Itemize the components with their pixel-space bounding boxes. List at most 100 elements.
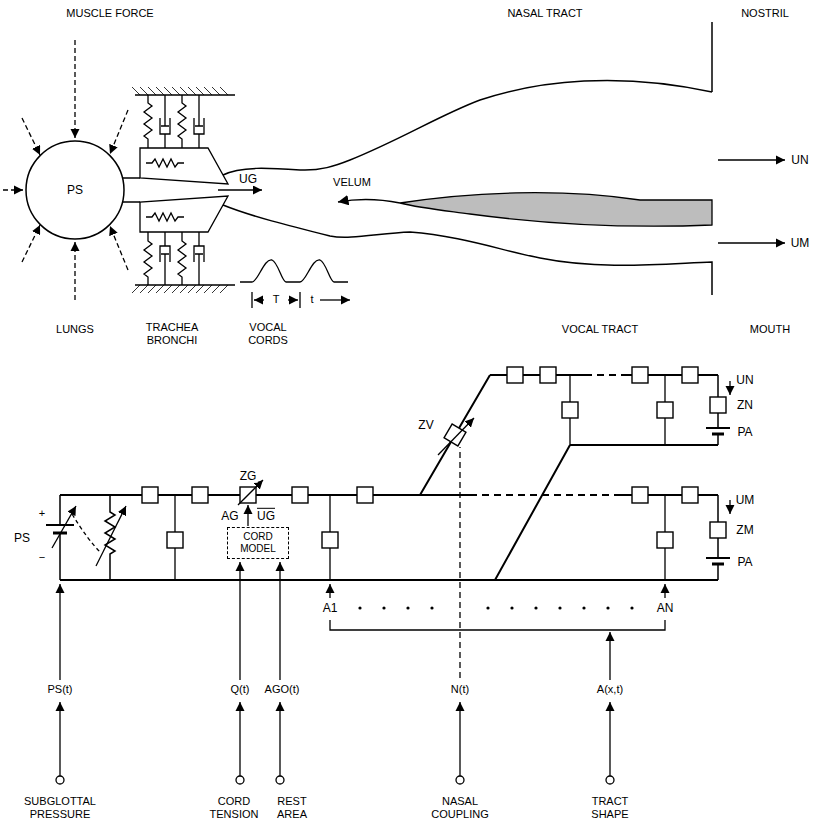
section-box bbox=[657, 402, 673, 418]
impedance-label: ZN bbox=[736, 398, 754, 412]
vocal-cord-block bbox=[140, 148, 228, 184]
circuit-rail-continuation bbox=[470, 375, 622, 495]
variable-arrow bbox=[438, 418, 474, 455]
source-branch bbox=[59, 495, 61, 580]
battery-plate bbox=[46, 524, 74, 526]
section-box bbox=[657, 532, 673, 548]
impedance-label: ZM bbox=[735, 523, 754, 537]
pressure-label: PS bbox=[13, 531, 31, 545]
control-signal: Q(t) bbox=[230, 683, 251, 696]
node-text: PS bbox=[67, 183, 83, 197]
wall-hatching bbox=[132, 87, 228, 293]
control-caption: CORD TENSION bbox=[203, 795, 265, 821]
variable-arrow bbox=[52, 506, 76, 548]
velar-impedance-box bbox=[444, 424, 466, 446]
impedance-label: ZG bbox=[239, 469, 258, 483]
section-box bbox=[292, 487, 308, 503]
period-label: T bbox=[272, 293, 281, 306]
flow-arrow bbox=[729, 381, 730, 395]
muscle-force-arrow bbox=[74, 242, 75, 300]
area-arrow bbox=[664, 584, 665, 598]
muscle-force-arrow bbox=[22, 118, 40, 155]
section-box bbox=[357, 487, 373, 503]
section-box bbox=[682, 487, 698, 503]
lung-outline bbox=[26, 141, 124, 239]
muscle-force-arrow bbox=[74, 40, 75, 138]
control-line bbox=[609, 632, 610, 680]
area-label: AG bbox=[220, 509, 239, 523]
muscle-force-arrow bbox=[3, 189, 23, 190]
signal-label: UM bbox=[735, 493, 756, 507]
flow-arrow bbox=[718, 159, 785, 160]
control-signal: N(t) bbox=[450, 683, 470, 696]
section-box bbox=[540, 367, 556, 383]
section-box bbox=[142, 487, 158, 503]
polarity-sign: − bbox=[38, 551, 46, 564]
pressure-label: PA bbox=[736, 555, 753, 569]
muscle-force-arrow bbox=[22, 225, 40, 262]
bracket bbox=[330, 620, 665, 630]
time-arrow bbox=[320, 299, 350, 300]
section-box bbox=[632, 367, 648, 383]
pressure-label: PA bbox=[736, 425, 753, 439]
battery-plate bbox=[712, 434, 724, 564]
section-box bbox=[562, 402, 578, 418]
time-label: t bbox=[309, 293, 314, 306]
node-text: CORD MODEL bbox=[232, 531, 284, 555]
shunt-branch bbox=[175, 375, 665, 580]
cord-coupling-spring bbox=[146, 159, 184, 221]
region-label: MUSCLE FORCE bbox=[65, 7, 154, 20]
area-label: A1 bbox=[322, 601, 339, 615]
glottal-waveform bbox=[240, 260, 348, 282]
control-line bbox=[59, 584, 60, 680]
input-line bbox=[609, 702, 610, 776]
control-line bbox=[279, 562, 280, 680]
input-line bbox=[59, 702, 60, 776]
input-line bbox=[459, 702, 460, 776]
control-signal: PS(t) bbox=[46, 683, 73, 696]
vocal-cord-block bbox=[140, 196, 228, 232]
variable-arrow bbox=[238, 480, 263, 505]
signal-label: UG bbox=[238, 172, 258, 186]
muscle-force-arrow bbox=[110, 110, 128, 154]
input-line bbox=[239, 702, 240, 776]
control-line bbox=[459, 447, 460, 678]
signal-label: UG bbox=[256, 509, 276, 523]
input-terminal bbox=[276, 776, 284, 784]
battery-plate bbox=[706, 428, 730, 558]
period-arrow bbox=[254, 299, 264, 300]
circuit-rail bbox=[60, 375, 718, 580]
control-caption: REST AREA bbox=[267, 795, 317, 821]
section-box bbox=[192, 487, 208, 503]
region-label: VOCAL CORDS bbox=[242, 321, 294, 347]
region-label: NASAL TRACT bbox=[506, 7, 583, 20]
flow-arrow bbox=[218, 189, 262, 190]
control-caption: NASAL COUPLING bbox=[423, 795, 497, 821]
damper-symbol bbox=[160, 95, 204, 285]
part-label: VELUM bbox=[332, 176, 372, 189]
muscle-force-arrow bbox=[110, 226, 128, 270]
input-terminal bbox=[606, 776, 614, 784]
region-label: NOSTRIL bbox=[740, 7, 790, 20]
velum-flap bbox=[338, 199, 400, 203]
trachea-tube bbox=[123, 178, 140, 202]
control-link bbox=[72, 514, 100, 552]
signal-label: UN bbox=[790, 153, 809, 167]
radiation-impedance-box bbox=[710, 397, 726, 413]
control-signal: A(x,t) bbox=[596, 683, 624, 696]
control-caption: SUBGLOTTAL PRESSURE bbox=[17, 795, 103, 821]
region-label: LUNGS bbox=[55, 323, 95, 336]
radiation-impedance-box bbox=[710, 522, 726, 538]
input-terminal bbox=[456, 776, 464, 784]
cord-model-box: CORD MODEL bbox=[227, 527, 289, 559]
input-terminal bbox=[56, 776, 64, 784]
tract-upper-wall bbox=[223, 80, 712, 175]
lung-circle: PS bbox=[25, 140, 125, 240]
impedance-label: ZV bbox=[417, 418, 434, 432]
area-arrow bbox=[329, 584, 330, 598]
area-arrow bbox=[247, 505, 248, 526]
input-line bbox=[279, 702, 280, 776]
nostril-divider bbox=[711, 22, 713, 92]
section-box bbox=[682, 367, 698, 383]
